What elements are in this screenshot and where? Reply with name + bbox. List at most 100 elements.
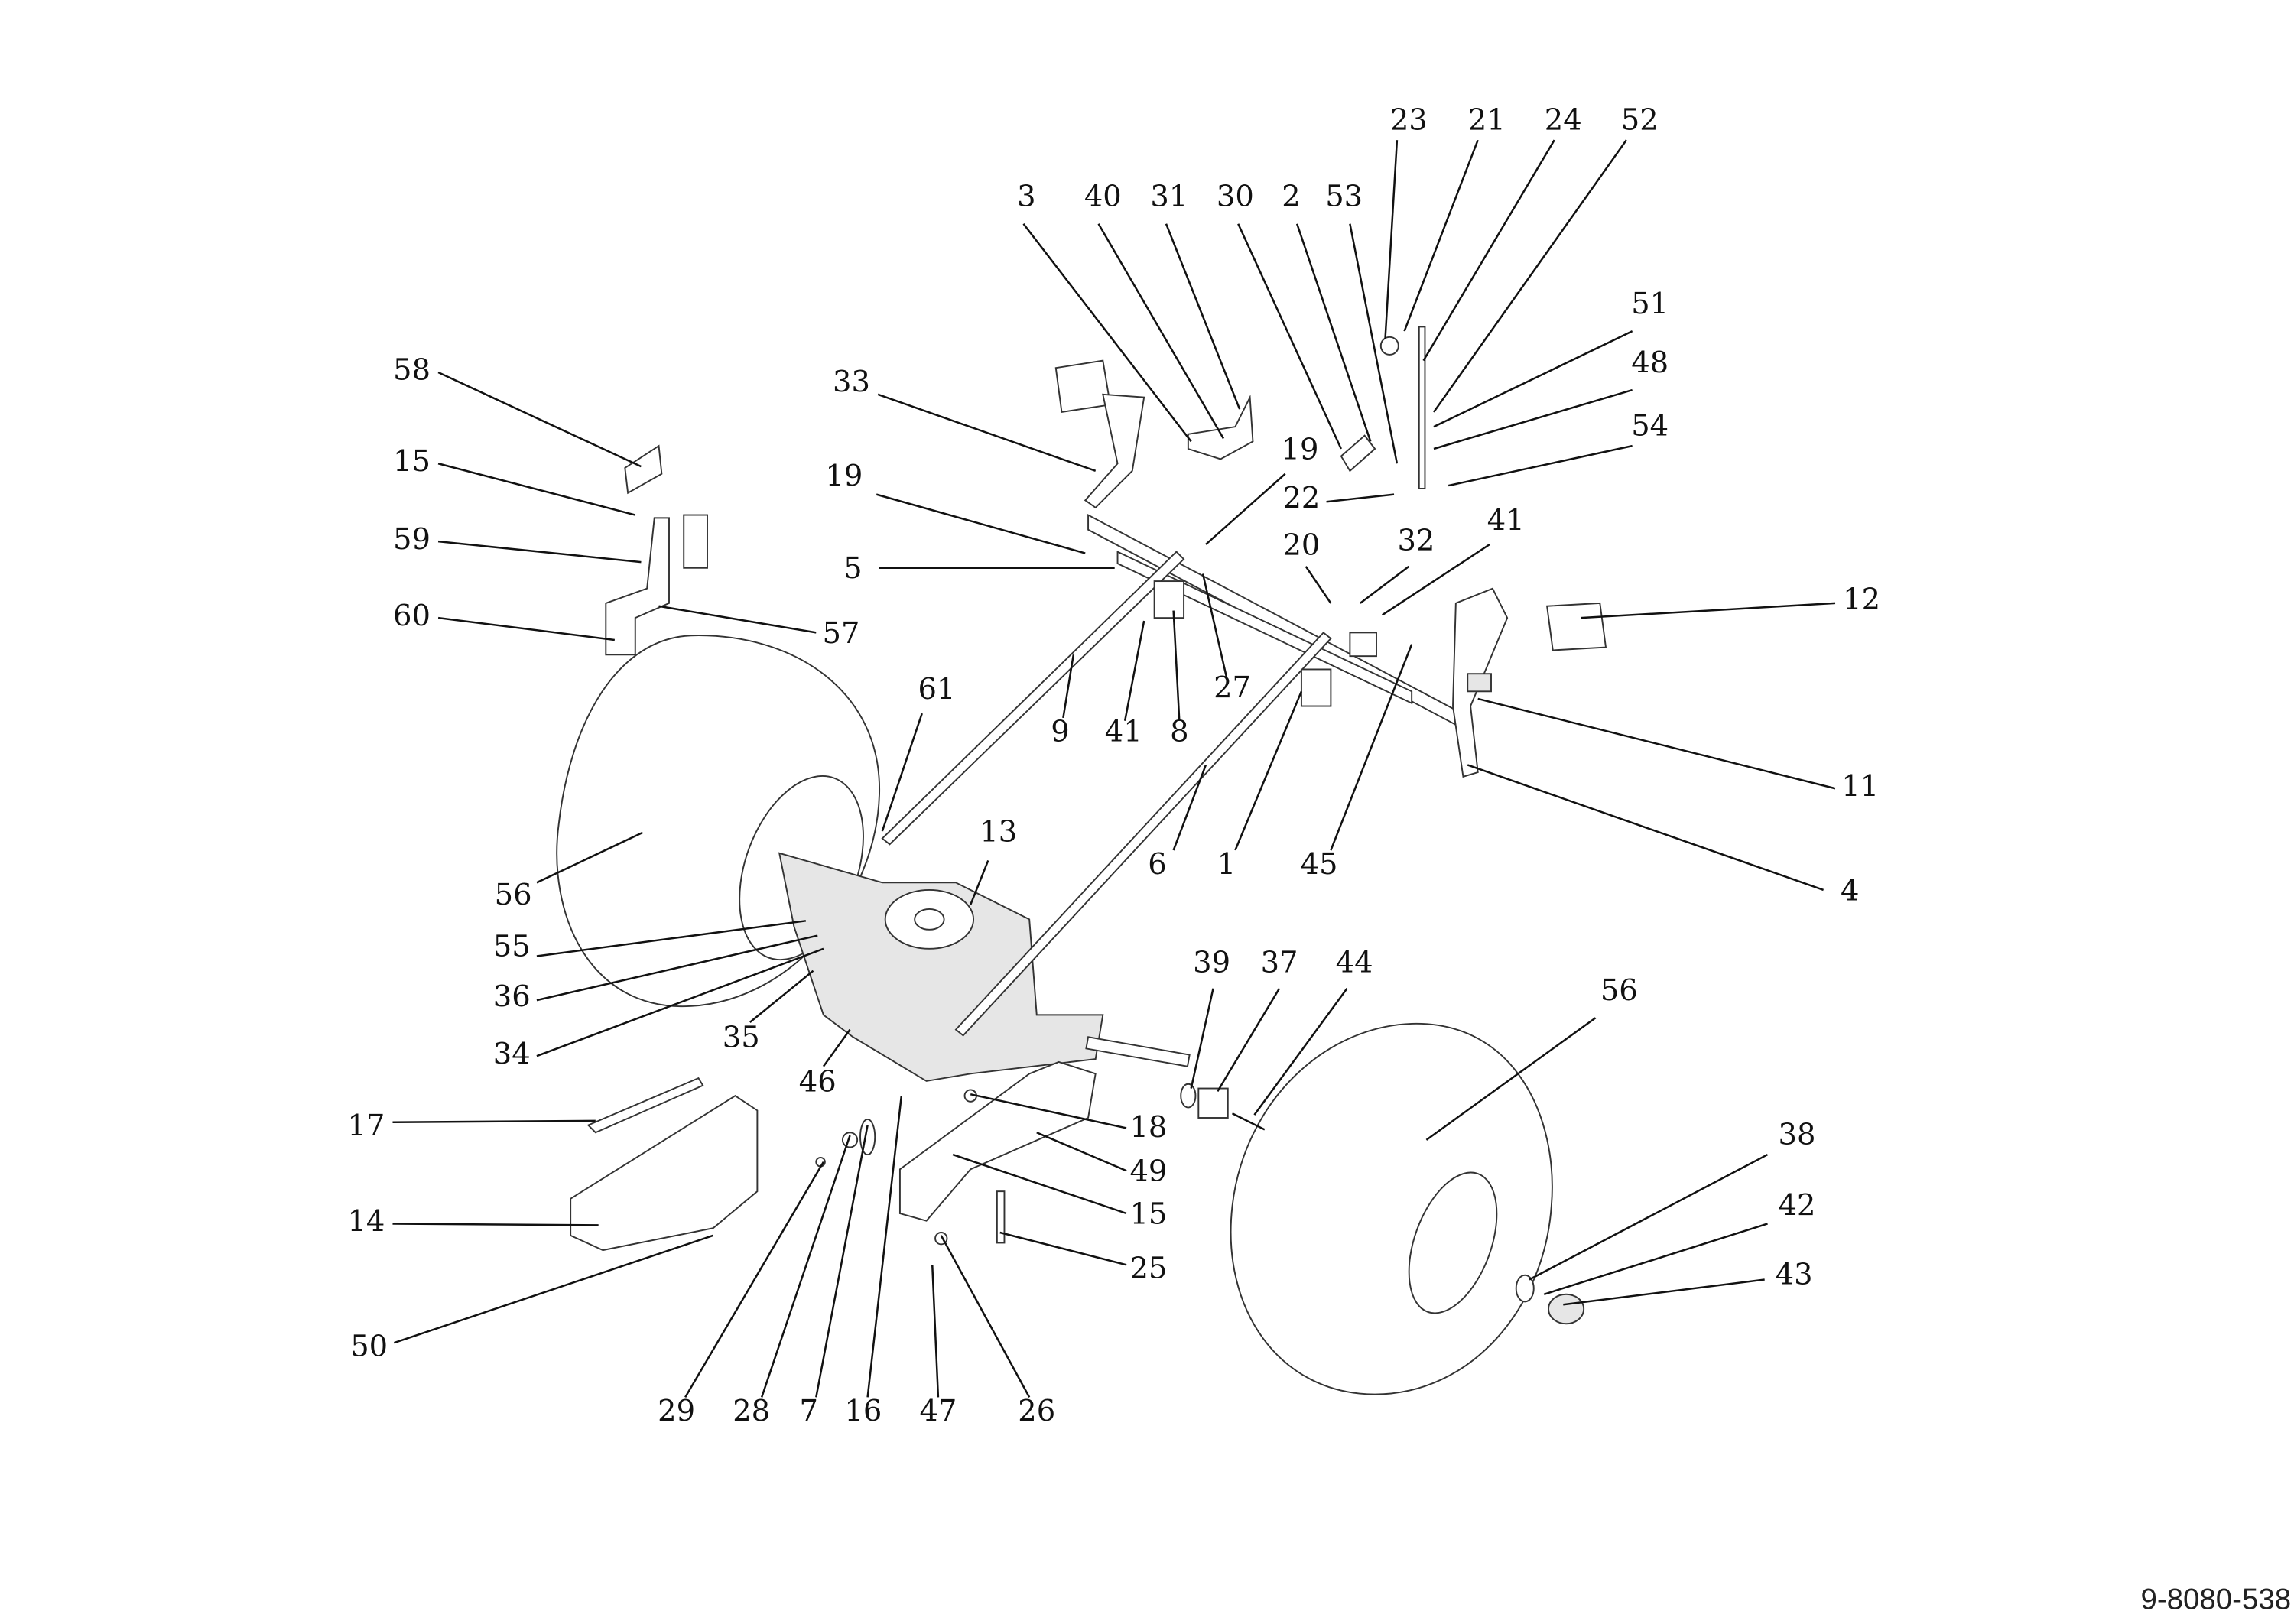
pedal-right bbox=[1452, 587, 1607, 778]
callout-label: 59 bbox=[393, 522, 431, 557]
pin-44 bbox=[1231, 1112, 1266, 1131]
callout-label: 18 bbox=[1129, 1110, 1167, 1145]
callout-label: 52 bbox=[1621, 103, 1659, 138]
parts-drawing bbox=[556, 326, 1607, 1395]
leader-line bbox=[1349, 223, 1399, 464]
leader-line bbox=[536, 831, 643, 884]
leader-line bbox=[1384, 140, 1399, 339]
callout-label: 11 bbox=[1841, 769, 1879, 804]
leader-line bbox=[1360, 565, 1410, 604]
leader-line bbox=[1425, 1017, 1597, 1141]
callout-label: 16 bbox=[844, 1394, 882, 1428]
leader-line bbox=[1253, 988, 1348, 1116]
leader-line bbox=[1062, 654, 1075, 719]
leader-line bbox=[999, 1231, 1127, 1266]
leader-line bbox=[1217, 988, 1281, 1093]
callout-label: 8 bbox=[1170, 715, 1188, 749]
callout-label: 26 bbox=[1018, 1394, 1055, 1428]
leader-line bbox=[658, 605, 817, 634]
leader-line bbox=[437, 616, 616, 641]
switch-bracket bbox=[1187, 395, 1254, 460]
leader-line bbox=[1165, 223, 1241, 410]
callout-label: 27 bbox=[1214, 671, 1251, 705]
pedal-left bbox=[1054, 359, 1145, 509]
washer-38 bbox=[1515, 1274, 1535, 1303]
leader-line bbox=[940, 1235, 1031, 1398]
leader-line bbox=[970, 859, 989, 905]
callout-label: 40 bbox=[1084, 180, 1122, 214]
switch bbox=[683, 514, 708, 569]
callout-label: 43 bbox=[1776, 1257, 1813, 1291]
callout-label: 54 bbox=[1631, 409, 1669, 443]
leader-line bbox=[1529, 1153, 1769, 1281]
callout-label: 41 bbox=[1487, 503, 1525, 538]
callout-label: 55 bbox=[493, 929, 531, 963]
callout-label: 38 bbox=[1779, 1118, 1816, 1152]
callout-label: 21 bbox=[1468, 103, 1506, 138]
callout-label: 29 bbox=[658, 1394, 695, 1428]
hub-cap-43 bbox=[1548, 1293, 1585, 1325]
control-rod bbox=[1418, 326, 1426, 489]
callout-label: 5 bbox=[843, 551, 862, 586]
callout-label: 30 bbox=[1217, 180, 1254, 214]
callout-label: 33 bbox=[833, 365, 870, 399]
callout-label: 24 bbox=[1545, 103, 1582, 138]
bolt-25 bbox=[996, 1190, 1006, 1244]
leader-line bbox=[815, 1125, 869, 1398]
document-number: 9-8080-538 bbox=[2140, 1583, 2291, 1616]
leader-line bbox=[881, 713, 923, 832]
callout-label: 31 bbox=[1150, 180, 1188, 214]
callout-label: 45 bbox=[1301, 847, 1338, 882]
callout-label: 12 bbox=[1843, 583, 1880, 617]
mount-bracket-left bbox=[605, 517, 670, 656]
callout-label: 36 bbox=[493, 979, 531, 1014]
callout-label: 49 bbox=[1129, 1155, 1167, 1189]
leader-line bbox=[1330, 644, 1413, 851]
washer-28 bbox=[841, 1132, 859, 1148]
leader-line bbox=[1237, 223, 1342, 450]
callout-label: 6 bbox=[1148, 847, 1166, 882]
leader-line bbox=[1433, 388, 1633, 450]
spacer-37 bbox=[1197, 1087, 1229, 1119]
bushing bbox=[1379, 336, 1399, 356]
callout-label: 19 bbox=[825, 459, 863, 493]
leader-line bbox=[536, 934, 818, 1002]
callout-label: 14 bbox=[347, 1204, 385, 1239]
nut-29 bbox=[815, 1156, 826, 1168]
leader-line bbox=[1563, 1278, 1765, 1306]
leader-line bbox=[1097, 223, 1225, 440]
leader-line bbox=[877, 393, 1097, 473]
leader-line bbox=[536, 947, 824, 1057]
bracket-17 bbox=[586, 1077, 704, 1134]
callout-label: 20 bbox=[1282, 528, 1320, 562]
leader-line bbox=[876, 493, 1086, 554]
leader-line bbox=[749, 970, 814, 1023]
callout-label: 50 bbox=[350, 1330, 388, 1364]
leader-line bbox=[1467, 764, 1824, 892]
callout-label: 28 bbox=[733, 1394, 770, 1428]
callout-label: 22 bbox=[1282, 481, 1320, 515]
leader-line bbox=[970, 1093, 1127, 1129]
leader-line bbox=[1123, 620, 1145, 722]
callout-label: 13 bbox=[980, 814, 1017, 849]
callout-label: 57 bbox=[823, 616, 860, 651]
callout-label: 42 bbox=[1779, 1188, 1816, 1223]
callout-label: 60 bbox=[393, 599, 431, 633]
leader-line bbox=[437, 371, 642, 468]
leader-line bbox=[1172, 610, 1181, 721]
leader-line bbox=[931, 1265, 940, 1398]
callout-label: 61 bbox=[918, 672, 956, 706]
leader-line bbox=[1022, 223, 1192, 443]
bracket-15 bbox=[898, 1060, 1097, 1222]
callout-label: 35 bbox=[723, 1021, 760, 1055]
leader-line bbox=[392, 1119, 596, 1124]
callout-label: 46 bbox=[799, 1064, 837, 1099]
leader-line bbox=[1477, 697, 1836, 790]
leader-line bbox=[1305, 566, 1332, 604]
callout-label: 41 bbox=[1105, 715, 1142, 749]
leader-line bbox=[1201, 573, 1228, 677]
callout-label: 48 bbox=[1631, 346, 1669, 380]
leader-line bbox=[952, 1153, 1127, 1215]
wheel-right bbox=[1230, 1022, 1553, 1395]
